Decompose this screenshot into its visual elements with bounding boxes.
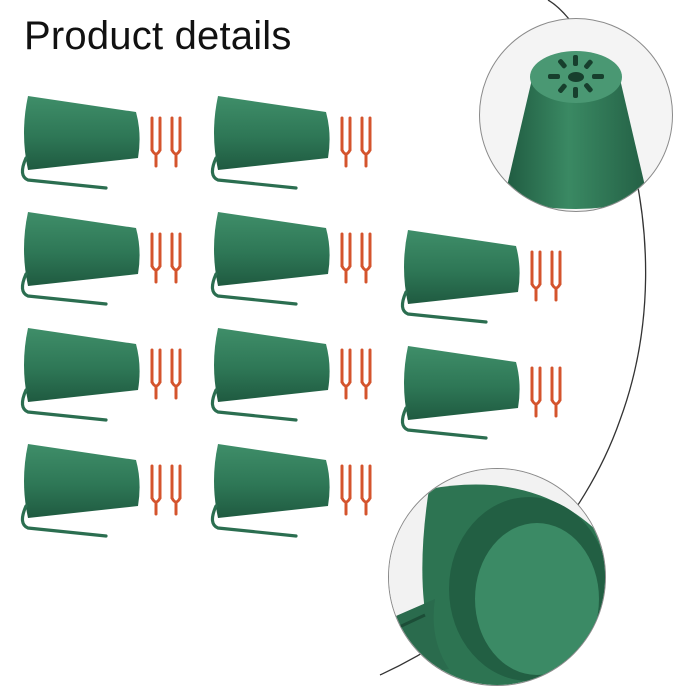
cover-with-clips-10 (208, 436, 383, 546)
cover-with-clips-9 (18, 436, 193, 546)
cover-and-clips-illustration (210, 444, 372, 538)
cover-with-clips-5 (398, 222, 573, 332)
cover-and-clips-illustration (20, 328, 182, 422)
vent-slots (548, 55, 604, 98)
cover-and-clips-illustration (210, 212, 372, 306)
cover-with-clips-6 (18, 320, 193, 430)
cover-and-clips-illustration (20, 444, 182, 538)
cover-and-clips-illustration (400, 230, 562, 324)
cover-with-clips-3 (18, 204, 193, 314)
page-title: Product details (24, 14, 292, 58)
open-end-closeup (388, 468, 606, 686)
cover-and-clips-illustration (400, 346, 562, 440)
cover-and-clips-illustration (210, 96, 372, 190)
cover-and-clips-illustration (20, 96, 182, 190)
vented-top-closeup (479, 18, 673, 212)
cover-with-clips-7 (208, 320, 383, 430)
cover-with-clips-2 (208, 88, 383, 198)
cover-and-clips-illustration (20, 212, 182, 306)
cover-with-clips-8 (398, 338, 573, 448)
cover-with-clips-1 (18, 88, 193, 198)
cover-with-clips-4 (208, 204, 383, 314)
cover-and-clips-illustration (210, 328, 372, 422)
